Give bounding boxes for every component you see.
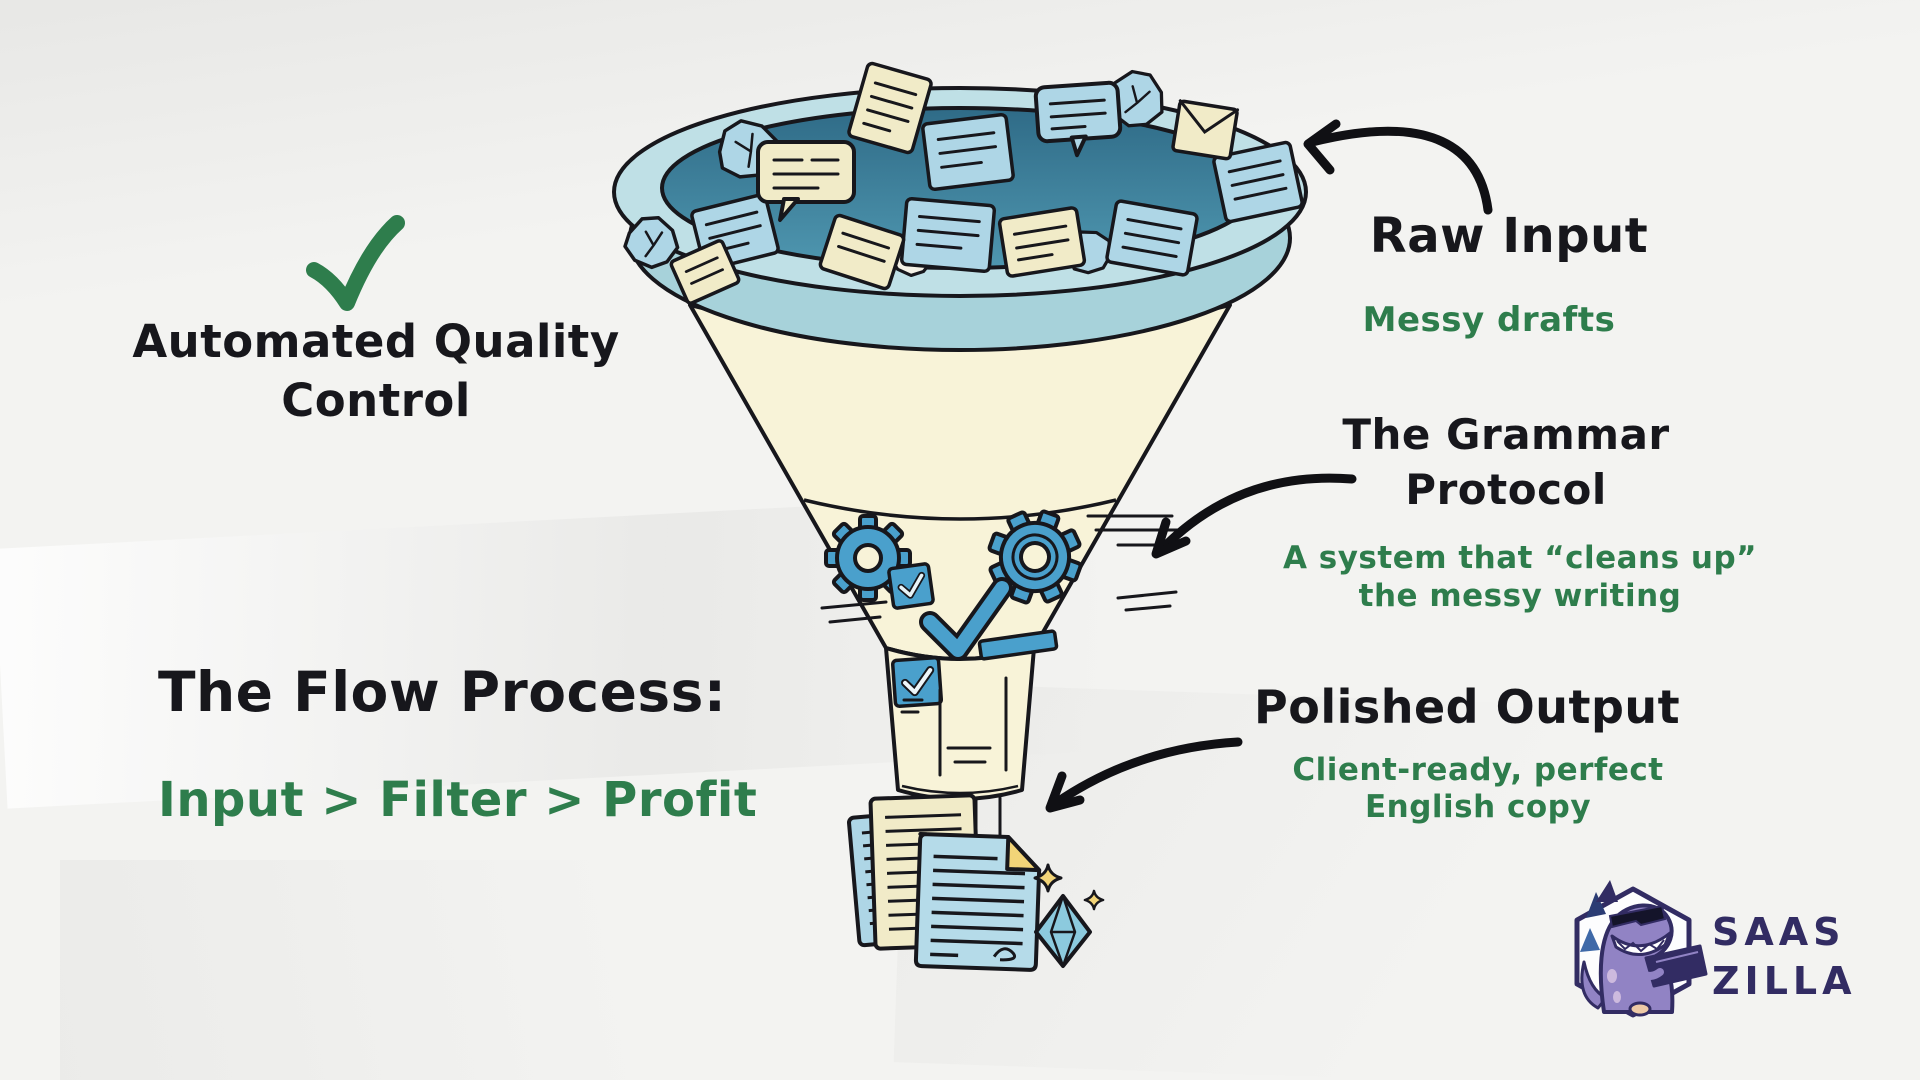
draft-note-icon <box>997 206 1087 278</box>
polished-subtitle-line2: English copy <box>1364 789 1592 826</box>
grammar-title-line2: Protocol <box>1405 464 1607 514</box>
polished-output-title: Polished Output <box>1254 680 1681 734</box>
polished-output-subtitle: Client-ready, perfect English copy <box>1268 752 1688 826</box>
grammar-title-line1: The Grammar <box>1342 410 1670 459</box>
sparkle-icon <box>1083 889 1105 911</box>
quality-label: Automated Quality Control <box>66 312 686 431</box>
grammar-protocol-title: The Grammar Protocol <box>1306 408 1706 517</box>
draft-note-icon <box>921 112 1015 192</box>
raw-input-title: Raw Input <box>1369 208 1649 264</box>
quality-check-icon <box>306 215 405 311</box>
document-icon-front <box>913 831 1042 972</box>
grammar-protocol-subtitle: A system that “cleans up” the messy writ… <box>1250 540 1790 616</box>
draft-note-icon <box>899 196 997 274</box>
saaszilla-logo-mark <box>1574 880 1708 1018</box>
checkbox-icon <box>887 562 935 610</box>
quality-label-line2: Control <box>281 374 471 428</box>
draft-note-icon <box>1105 199 1199 277</box>
logo-text-line1: SAAS <box>1712 910 1846 954</box>
arrow-polished <box>1045 737 1243 813</box>
saaszilla-logo-text: SAAS ZILLA <box>1712 908 1857 1007</box>
quality-label-line1: Automated Quality <box>132 315 620 368</box>
polished-subtitle-line1: Client-ready, perfect <box>1292 752 1664 788</box>
envelope-icon <box>1171 99 1240 161</box>
arrow-grammar <box>1151 473 1357 559</box>
diamond-icon <box>1034 894 1092 968</box>
grammar-subtitle-line2: the messy writing <box>1358 577 1682 614</box>
output-documents <box>847 793 1105 972</box>
folded-corner-icon <box>1005 835 1042 873</box>
raw-input-subtitle: Messy drafts <box>1362 300 1616 340</box>
flow-process-title: The Flow Process: <box>158 660 727 724</box>
grammar-subtitle-line1: A system that “cleans up” <box>1282 540 1758 576</box>
flow-process-formula: Input > Filter > Profit <box>158 772 758 828</box>
logo-text-line2: ZILLA <box>1712 959 1857 1004</box>
arrow-raw-input <box>1303 119 1493 215</box>
